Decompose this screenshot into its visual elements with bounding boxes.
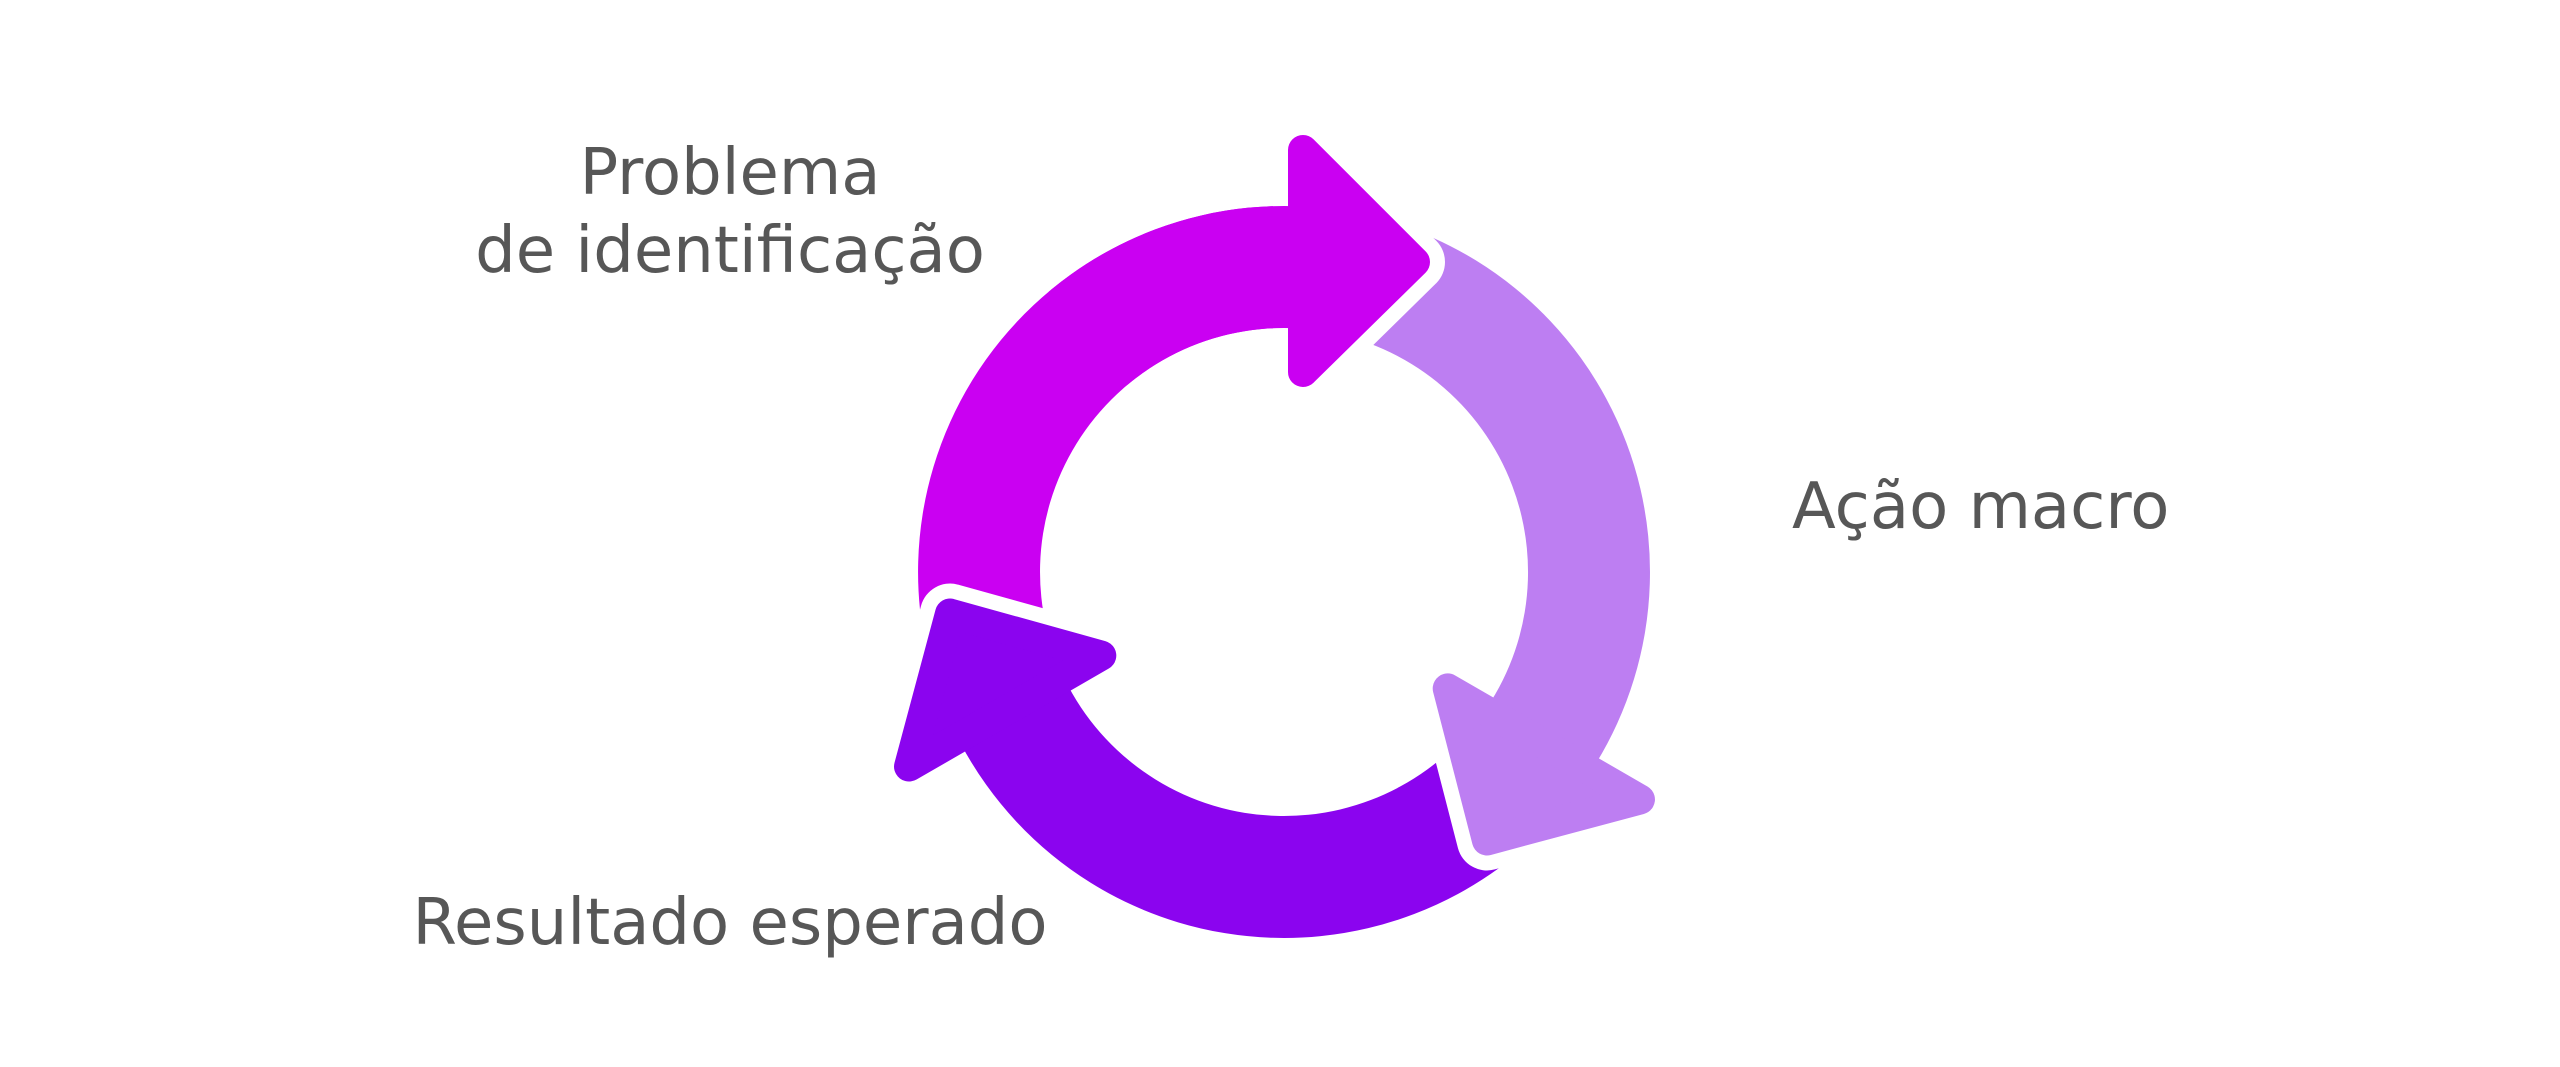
label-acao-macro: Ação macro: [1792, 470, 2170, 544]
label-resultado-esperado: Resultado esperado: [412, 886, 1048, 960]
label-problema-de-identificacao: Problema de identificação: [475, 136, 985, 289]
